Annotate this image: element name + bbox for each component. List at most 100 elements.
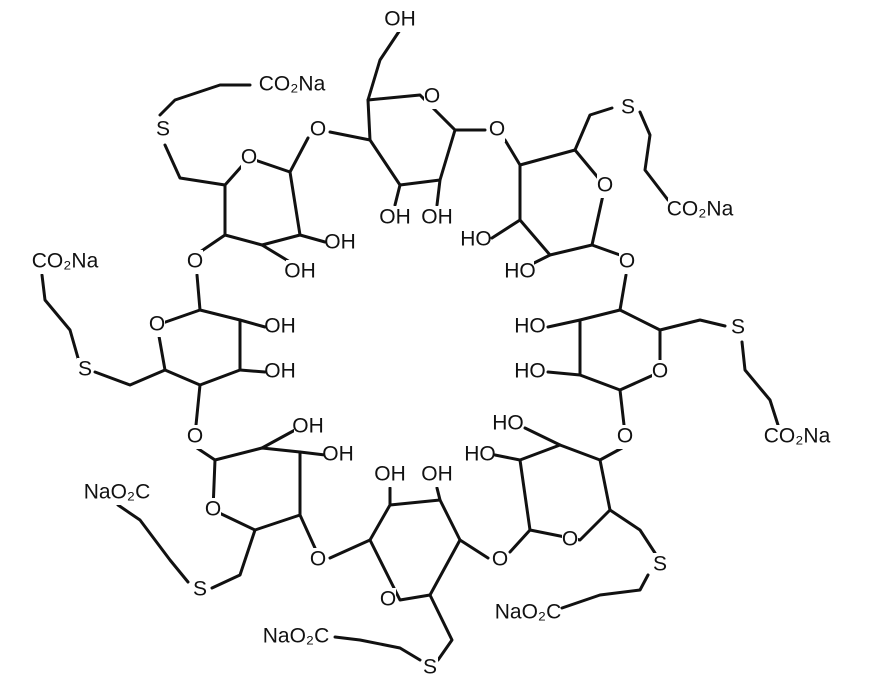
label-background	[494, 412, 522, 436]
label-background	[310, 118, 326, 142]
bond	[260, 243, 292, 264]
bond	[198, 233, 227, 254]
bond	[508, 528, 532, 554]
label-background	[324, 443, 352, 467]
carboxylate-label: CO₂Na	[764, 425, 831, 448]
bond	[518, 148, 607, 257]
bond	[158, 83, 252, 117]
oxygen-label: O	[619, 250, 635, 273]
label-background	[241, 146, 257, 170]
label-background	[489, 118, 505, 142]
sulfur-label: S	[156, 118, 170, 141]
bond	[223, 156, 302, 247]
bond	[260, 428, 297, 450]
bond	[211, 446, 302, 532]
bond	[560, 573, 650, 610]
bond	[638, 110, 670, 202]
label-background	[422, 656, 438, 680]
label-background	[381, 206, 409, 230]
label-background	[266, 360, 294, 384]
sulfur-label: S	[78, 358, 92, 381]
label-background	[205, 498, 221, 522]
bond	[490, 218, 522, 240]
label-background	[85, 481, 149, 505]
bond	[546, 370, 582, 377]
hydroxyl-label: OH	[264, 360, 296, 383]
hydroxyl-label: OH	[324, 231, 356, 254]
bond	[210, 528, 257, 590]
label-background	[310, 548, 326, 572]
carboxylate-label: CO₂Na	[32, 250, 99, 273]
sulfur-label: S	[193, 578, 207, 601]
label-background	[516, 315, 544, 339]
bond	[333, 635, 422, 662]
hydroxyl-label: OH	[322, 443, 354, 466]
bond	[195, 446, 217, 462]
bond	[658, 318, 727, 332]
bond	[435, 178, 442, 207]
bond	[328, 538, 372, 560]
bond	[393, 183, 402, 207]
bonds	[40, 28, 780, 662]
bond	[618, 388, 626, 427]
oxygen-label: O	[489, 118, 505, 141]
oxygen-label: O	[492, 548, 508, 571]
bond	[116, 503, 190, 584]
label-background	[187, 425, 203, 449]
bond	[328, 130, 372, 142]
label-background	[266, 315, 294, 339]
label-background	[668, 198, 732, 222]
carboxylate-label: CO₂Na	[667, 198, 734, 221]
label-background	[380, 588, 396, 612]
bond	[298, 450, 327, 457]
bond	[598, 446, 624, 462]
hydroxyl-label: HO	[492, 412, 524, 435]
bond	[238, 318, 267, 329]
label-background	[506, 260, 534, 284]
bond	[435, 486, 442, 502]
label-background	[730, 316, 746, 340]
bond	[578, 308, 662, 392]
hydroxyl-label: HO	[514, 360, 546, 383]
bond	[368, 498, 462, 602]
hydroxyl-label: HO	[504, 260, 536, 283]
carboxylate-label: CO₂Na	[259, 73, 326, 96]
hydroxyl-label: HO	[464, 443, 496, 466]
bond	[590, 243, 622, 257]
bond	[546, 318, 582, 329]
label-background	[462, 228, 490, 252]
label-background	[260, 73, 324, 97]
oxygen-label: O	[424, 85, 440, 108]
oxygen-label: O	[241, 146, 257, 169]
bond	[298, 513, 317, 550]
oxygen-label: O	[149, 313, 165, 336]
label-background	[187, 250, 203, 274]
label-background	[286, 260, 314, 284]
bond	[155, 308, 242, 387]
label-background	[492, 548, 508, 572]
label-background	[155, 118, 171, 142]
bond	[608, 508, 657, 555]
label-background	[326, 231, 354, 255]
bond	[194, 383, 202, 427]
hydroxyl-label: OH	[284, 260, 316, 283]
label-background	[376, 463, 404, 487]
bond	[428, 593, 454, 662]
label-background	[77, 358, 93, 382]
carboxylate-label: NaO₂C	[263, 625, 330, 648]
carboxylate-label: NaO₂C	[495, 601, 562, 624]
bond	[195, 273, 202, 312]
hydroxyl-label: OH	[421, 463, 453, 486]
label-background	[617, 425, 633, 449]
label-background	[466, 443, 494, 467]
bond	[458, 538, 490, 560]
oxygen-label: O	[187, 425, 203, 448]
bond	[238, 368, 267, 374]
oxygen-label: O	[562, 528, 578, 551]
label-background	[652, 360, 668, 384]
sulfur-label: S	[423, 656, 437, 679]
hydroxyl-label: HO	[460, 228, 492, 251]
label-background	[423, 206, 451, 230]
label-background	[652, 553, 668, 577]
